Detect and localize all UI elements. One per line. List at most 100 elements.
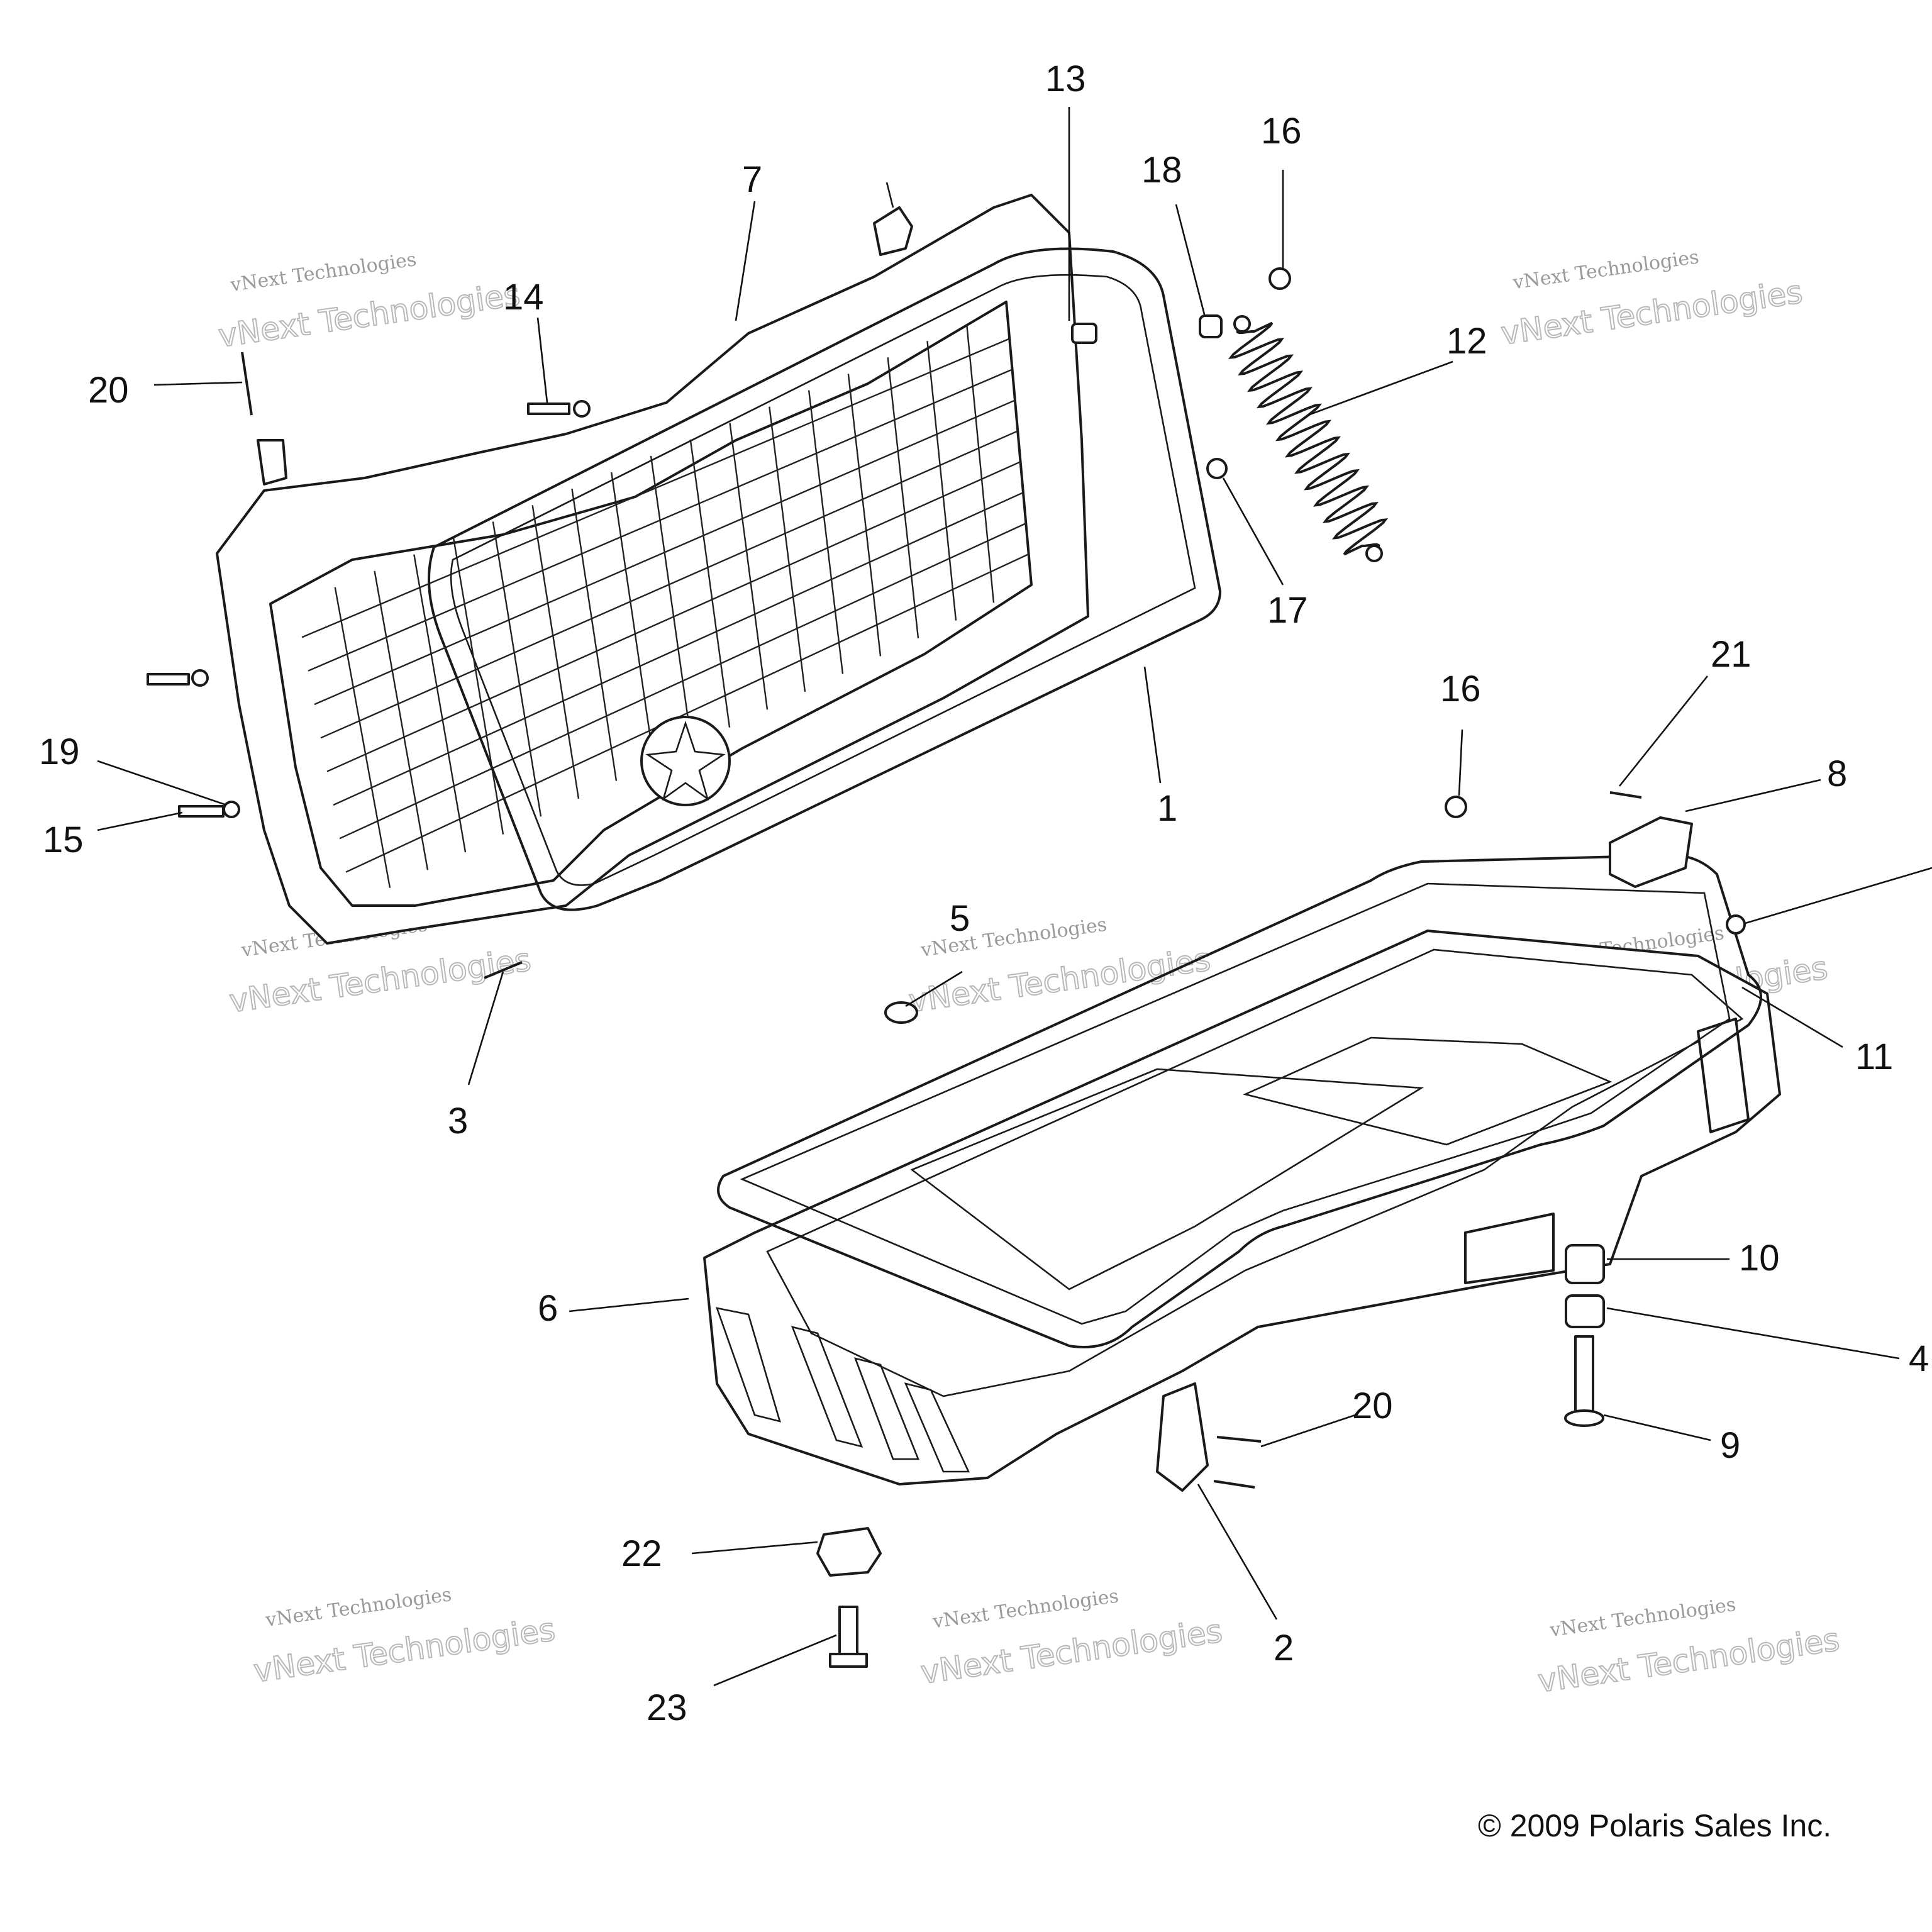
callout-2: 2 xyxy=(1274,1628,1294,1668)
callout-20a: 20 xyxy=(88,370,129,411)
bolt-14 xyxy=(527,402,570,415)
nut-16a xyxy=(1269,267,1291,290)
lid-grid-line xyxy=(571,489,618,781)
leader-17 xyxy=(1222,477,1284,586)
leader-4-edge xyxy=(1745,867,1932,924)
nut-14 xyxy=(573,400,591,418)
leader-22 xyxy=(691,1541,818,1555)
lid-top-bracket xyxy=(873,206,913,256)
callout-10: 10 xyxy=(1739,1238,1780,1279)
lid-grid-line xyxy=(452,538,504,835)
callout-4: 4 xyxy=(1909,1338,1929,1379)
lid-grid-line xyxy=(729,423,769,710)
lid-grid-line xyxy=(301,338,1009,638)
lid-assembly xyxy=(216,182,1089,945)
lid-grid-line xyxy=(808,390,844,674)
leader-20b xyxy=(1260,1414,1356,1448)
watermark-text: vNext Technologies xyxy=(919,914,1108,962)
watermark-7: vNext Technologies vNext Technologies xyxy=(918,1585,1225,1691)
nut-19 xyxy=(223,801,240,818)
callout-16a: 16 xyxy=(1261,111,1302,152)
nut-16b xyxy=(1445,796,1467,818)
watermark-1: vNext Technologies vNext Technologies xyxy=(216,248,523,355)
watermark-text: vNext Technologies xyxy=(931,1585,1120,1633)
callout-labels: 13 16 18 7 14 20 12 17 1 16 21 8 19 15 5… xyxy=(39,58,1929,1728)
callout-16b: 16 xyxy=(1440,669,1481,709)
callout-21: 21 xyxy=(1711,634,1752,675)
tray-rear-foot xyxy=(1464,1213,1555,1284)
striker-22 xyxy=(816,1527,882,1577)
leader-2 xyxy=(1197,1484,1278,1620)
lid-grid-line xyxy=(887,357,919,639)
lid-grid-line xyxy=(339,523,1026,840)
callout-11: 11 xyxy=(1855,1036,1893,1077)
bolt-15 xyxy=(178,805,225,818)
lid-inner-panel xyxy=(269,301,1033,907)
leader-16b xyxy=(1458,729,1463,796)
spring-end-top xyxy=(1233,315,1251,333)
bushing-18 xyxy=(1199,314,1223,338)
leader-23 xyxy=(713,1634,837,1687)
callout-5: 5 xyxy=(950,898,970,939)
coil-spring xyxy=(1228,321,1389,556)
callout-9: 9 xyxy=(1720,1425,1740,1466)
callout-18: 18 xyxy=(1141,150,1182,191)
leader-15 xyxy=(97,811,183,831)
lid-grid xyxy=(301,324,1030,888)
callout-6: 6 xyxy=(538,1288,558,1329)
lid-grid-line xyxy=(413,554,467,853)
lid-grid-line xyxy=(847,374,882,657)
copyright-notice: © 2009 Polaris Sales Inc. xyxy=(1478,1808,1831,1843)
pin-20b xyxy=(1216,1436,1262,1443)
clip-5 xyxy=(884,1001,918,1024)
lid-top-pin xyxy=(886,182,894,208)
callout-17: 17 xyxy=(1267,590,1308,631)
leader-5 xyxy=(905,970,963,1008)
lid-grid-line xyxy=(345,553,1030,873)
watermark-text: vNext Technologies xyxy=(1548,1594,1737,1641)
tray-base xyxy=(703,930,1781,1485)
lid-emblem xyxy=(640,716,731,806)
watermark-8: vNext Technologies vNext Technologies xyxy=(1535,1594,1843,1700)
leader-8 xyxy=(1685,779,1821,813)
lid-grid-line xyxy=(531,505,580,799)
bolt-23-shank xyxy=(838,1606,858,1658)
bolt-9-shank xyxy=(1574,1335,1594,1413)
callout-3: 3 xyxy=(448,1101,468,1141)
callout-20b: 20 xyxy=(1352,1385,1393,1426)
lid-grid-line xyxy=(611,472,655,763)
latch-2 xyxy=(1156,1382,1209,1492)
lid-grid-line xyxy=(320,430,1018,739)
spacer-4 xyxy=(1565,1294,1605,1328)
nut-left-upper xyxy=(191,669,209,687)
pin-20a xyxy=(241,352,253,416)
tray-center-pad xyxy=(910,1068,1424,1291)
leader-12 xyxy=(1307,360,1453,416)
gas-spring-cable xyxy=(1228,315,1389,562)
lid-grid-line xyxy=(333,492,1024,806)
lid-grid-line xyxy=(326,461,1021,772)
lid-grid-line xyxy=(334,587,391,888)
seal-inner-ring xyxy=(740,882,1731,1325)
leader-lines xyxy=(97,107,1932,1687)
watermark-text: vNext Technologies xyxy=(1511,246,1701,294)
pin-bracket-top-left xyxy=(257,439,287,486)
pin-3 xyxy=(484,961,523,979)
nut-right-edge xyxy=(1726,914,1746,935)
spacer-13 xyxy=(1071,323,1097,344)
lid-grid-line xyxy=(374,570,429,870)
latch-8 xyxy=(1609,816,1693,888)
callout-15: 15 xyxy=(43,819,84,860)
tray-rear-pad xyxy=(1243,1036,1613,1146)
callout-19: 19 xyxy=(39,731,80,772)
leader-7 xyxy=(735,201,756,321)
pin-21 xyxy=(1609,791,1642,799)
pin-20c xyxy=(1213,1480,1255,1489)
bolt-9-head xyxy=(1564,1409,1604,1427)
bolt-left-upper xyxy=(147,673,190,686)
callout-13: 13 xyxy=(1045,58,1086,99)
watermark-4: vNext Technologies vNext Technologies xyxy=(906,914,1214,1020)
leader-11 xyxy=(1741,986,1843,1048)
watermark-6: vNext Technologies vNext Technologies xyxy=(251,1584,558,1690)
